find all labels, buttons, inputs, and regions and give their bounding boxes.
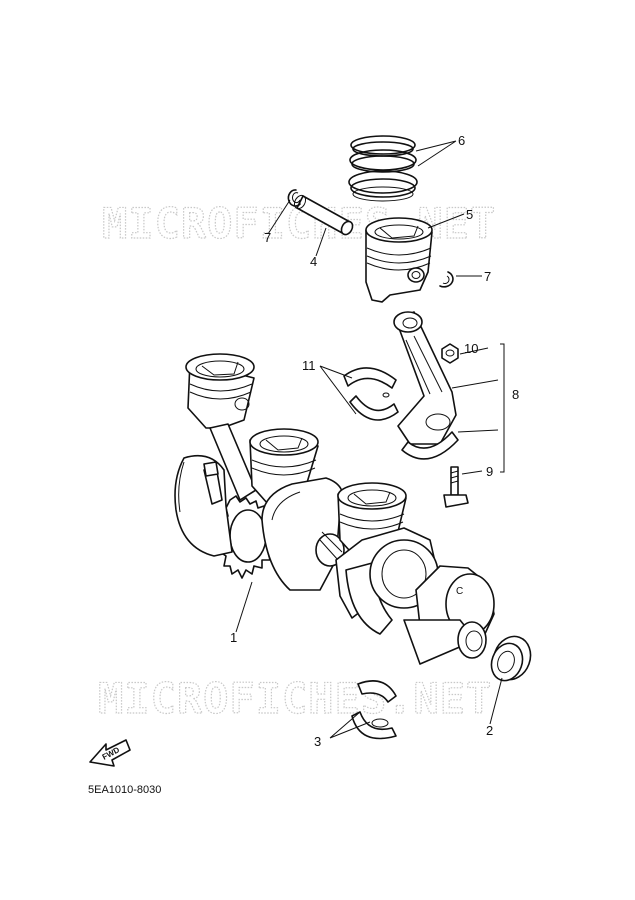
callout-9: 9 (486, 464, 493, 479)
callout-10: 10 (464, 341, 478, 356)
conrod-nut (441, 343, 459, 364)
callout-5: 5 (466, 207, 473, 222)
piston-rings (348, 135, 418, 202)
watermark-bottom: MICROFICHES.NET (98, 674, 492, 723)
callout-11: 11 (302, 358, 316, 373)
callout-4: 4 (310, 254, 317, 269)
connecting-rod (393, 311, 459, 460)
piston-top (365, 217, 433, 303)
conrod-bolt (443, 466, 469, 508)
part-code: 5EA1010-8030 (88, 784, 162, 796)
leader-lines (235, 140, 505, 739)
main-bearings (351, 680, 397, 740)
callout-8: 8 (512, 387, 519, 402)
callout-7-left: 7 (264, 230, 271, 245)
crankshaft: C (174, 353, 495, 665)
forward-arrow-icon: FWD (89, 739, 131, 767)
circlip-right (439, 271, 454, 288)
conrod-bearings (343, 367, 399, 421)
circlip-left (287, 189, 301, 207)
callout-3: 3 (314, 734, 321, 749)
callout-7-right: 7 (484, 269, 491, 284)
callout-1: 1 (230, 630, 237, 645)
crank-mark: C (456, 586, 463, 597)
callout-6: 6 (458, 133, 465, 148)
oil-seal (490, 635, 532, 682)
piston-pin (293, 194, 354, 236)
callout-2: 2 (486, 723, 493, 738)
